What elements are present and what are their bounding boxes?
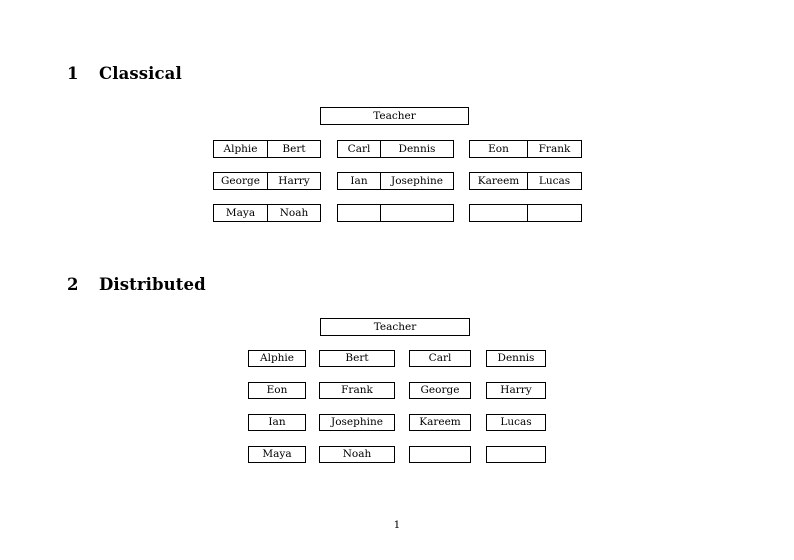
student-box: Eon [248, 382, 306, 399]
page-number: 1 [393, 519, 401, 531]
student-box: Josephine [319, 414, 395, 431]
empty-box [486, 446, 546, 463]
student-cell: Noah [267, 204, 321, 222]
student-box: Alphie [248, 350, 306, 367]
section-heading-classical: 1 Classical [67, 64, 182, 83]
student-cell: Bert [267, 140, 321, 158]
teacher-box-distributed: Teacher [320, 318, 470, 336]
student-cell: Frank [527, 140, 582, 158]
student-box: Bert [319, 350, 395, 367]
student-box: George [409, 382, 471, 399]
student-group-table [337, 204, 454, 222]
student-cell: Carl [337, 140, 381, 158]
student-box: Kareem [409, 414, 471, 431]
student-cell: Josephine [380, 172, 454, 190]
student-cell: Harry [267, 172, 321, 190]
student-box: Maya [248, 446, 306, 463]
student-cell: Alphie [213, 140, 268, 158]
student-box: Frank [319, 382, 395, 399]
student-box: Lucas [486, 414, 546, 431]
section-number: 1 [67, 64, 79, 83]
student-cell: Lucas [527, 172, 582, 190]
section-heading-distributed: 2 Distributed [67, 275, 206, 294]
student-cell: Ian [337, 172, 381, 190]
student-cell: Maya [213, 204, 268, 222]
empty-cell [380, 204, 454, 222]
student-box: Ian [248, 414, 306, 431]
table-row [337, 204, 454, 222]
student-box: Carl [409, 350, 471, 367]
student-cell: George [213, 172, 268, 190]
empty-cell [337, 204, 381, 222]
section-title: Distributed [99, 275, 206, 294]
student-cell: Eon [469, 140, 528, 158]
teacher-box-classical: Teacher [320, 107, 469, 125]
student-cell: Dennis [380, 140, 454, 158]
student-box: Dennis [486, 350, 546, 367]
student-group-table [469, 204, 582, 222]
section-number: 2 [67, 275, 79, 294]
table-row [469, 204, 582, 222]
student-box: Harry [486, 382, 546, 399]
empty-cell [469, 204, 528, 222]
empty-cell [527, 204, 582, 222]
student-cell: Kareem [469, 172, 528, 190]
section-title: Classical [99, 64, 182, 83]
student-box: Noah [319, 446, 395, 463]
empty-box [409, 446, 471, 463]
